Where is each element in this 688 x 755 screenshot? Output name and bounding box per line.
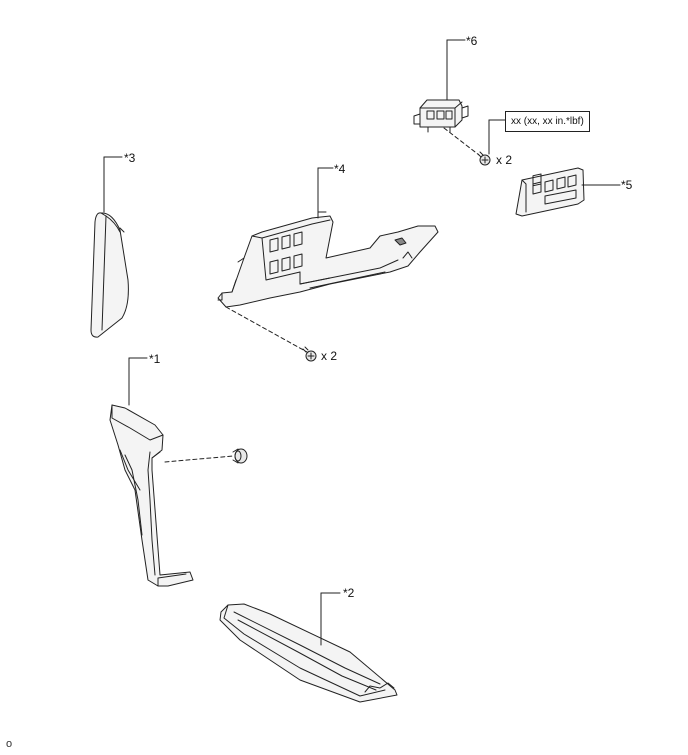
dashed-guide-6 xyxy=(443,127,480,156)
part-5-switch-bezel xyxy=(515,167,585,217)
screw-icon xyxy=(477,151,491,166)
part-label-5: *5 xyxy=(621,178,633,192)
part-label-3: *3 xyxy=(124,151,136,165)
part-3-side-cover xyxy=(90,212,129,338)
part-label-1: *1 xyxy=(149,352,161,366)
illustration-code: o xyxy=(6,738,13,750)
clip-icon xyxy=(232,448,248,464)
part-1-pillar-garnish xyxy=(109,404,194,587)
part-label-2: *2 xyxy=(343,586,355,600)
part-6-switch-module xyxy=(413,99,469,133)
part-4-lower-panel xyxy=(217,211,439,308)
part-label-6: *6 xyxy=(466,34,478,48)
torque-spec-box: xx (xx, xx in.*lbf) xyxy=(505,111,590,132)
screw-quantity-label: x 2 xyxy=(496,153,513,167)
part-label-4: *4 xyxy=(334,162,346,176)
dashed-guide-1 xyxy=(164,455,234,463)
dashed-guide-4 xyxy=(225,306,308,353)
screw-quantity-label: x 2 xyxy=(321,349,338,363)
screw-icon xyxy=(302,346,317,362)
part-2-scuff-plate xyxy=(219,603,398,703)
